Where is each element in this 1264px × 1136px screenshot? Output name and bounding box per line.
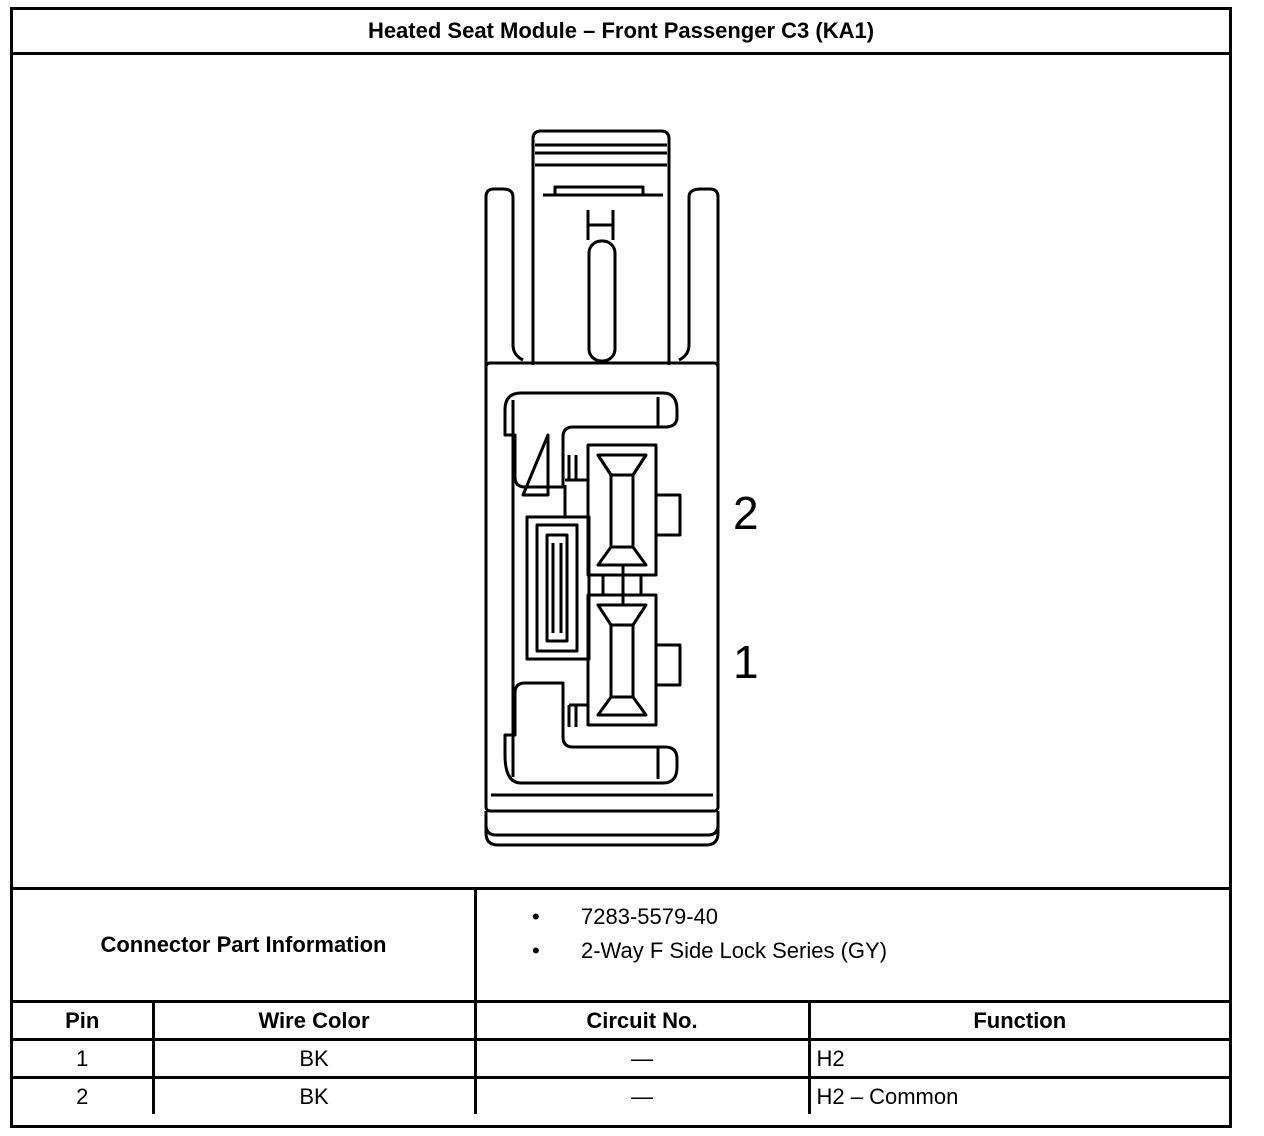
part-info-list: 7283-5579-40 2-Way F Side Lock Series (G… — [477, 890, 1229, 1010]
part-info-label: Connector Part Information — [13, 890, 477, 1000]
table-row: 1 BK — H2 — [13, 1038, 1229, 1079]
connector-drawing — [484, 129, 720, 847]
connector-sheet: Heated Seat Module – Front Passenger C3 … — [10, 7, 1232, 1128]
connector-figure: 2 1 — [13, 55, 1229, 887]
side-rails — [484, 187, 720, 375]
pin-label-1: 1 — [733, 636, 759, 688]
header-function: Function — [807, 1003, 1229, 1041]
header-wire-color: Wire Color — [151, 1003, 477, 1041]
header-pin: Pin — [13, 1003, 155, 1041]
sheet-title: Heated Seat Module – Front Passenger C3 … — [13, 10, 1229, 55]
part-info-row: Connector Part Information 7283-5579-40 … — [13, 887, 1229, 1003]
cell-wire-color: BK — [151, 1076, 477, 1114]
cell-function: H2 — [807, 1038, 1229, 1079]
latch-tab — [531, 129, 671, 365]
cell-wire-color: BK — [151, 1038, 477, 1079]
pin-table: Pin Wire Color Circuit No. Function 1 BK… — [13, 1003, 1229, 1114]
pin-table-header: Pin Wire Color Circuit No. Function — [13, 1003, 1229, 1041]
header-circuit-no: Circuit No. — [473, 1003, 811, 1041]
part-info-item: 2-Way F Side Lock Series (GY) — [477, 934, 1229, 968]
cell-pin: 1 — [13, 1038, 155, 1079]
cell-circuit-no: — — [473, 1038, 811, 1079]
table-row: 2 BK — H2 – Common — [13, 1076, 1229, 1114]
cell-function: H2 – Common — [807, 1076, 1229, 1114]
cell-circuit-no: — — [473, 1076, 811, 1114]
pin-label-2: 2 — [733, 487, 759, 539]
part-info-item: 7283-5579-40 — [477, 900, 1229, 934]
cell-pin: 2 — [13, 1076, 155, 1114]
connector-housing — [484, 361, 720, 847]
